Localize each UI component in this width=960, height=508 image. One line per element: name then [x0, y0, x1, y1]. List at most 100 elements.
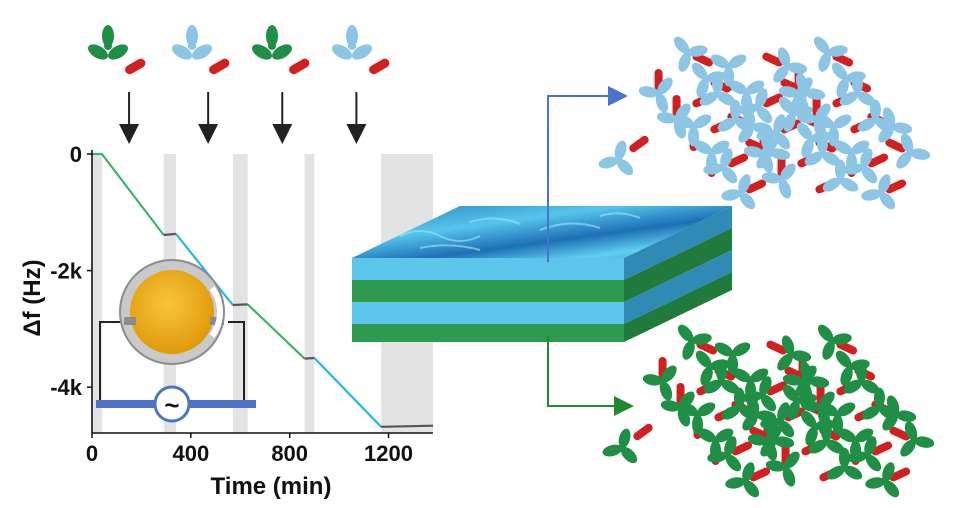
- framework-node: [777, 335, 812, 371]
- framework-node: [717, 99, 754, 132]
- framework-node: [857, 99, 894, 132]
- framework-linker: [745, 179, 767, 194]
- framework-node: [833, 140, 870, 173]
- qcm-sensor-inset: ~: [96, 259, 256, 423]
- framework-node: [598, 140, 634, 176]
- framework-node: [697, 428, 734, 461]
- trace-segment-2: [163, 232, 177, 237]
- framework-node: [732, 368, 769, 401]
- qcm-crystal-icon: [119, 259, 225, 365]
- linker-icon: [209, 58, 230, 75]
- framework-node: [791, 73, 826, 109]
- trimer-blue-icon: [172, 25, 212, 60]
- trace-segment-3: [175, 233, 234, 306]
- framework-node: [638, 77, 673, 113]
- framework-node: [761, 163, 796, 199]
- framework-node: [760, 421, 795, 457]
- trace-segment-6: [304, 356, 315, 360]
- y-axis-label: Δf (Hz): [19, 259, 46, 336]
- wash-band-1: [92, 154, 102, 433]
- trace-segment-5: [246, 303, 306, 360]
- framework-node: [673, 36, 708, 72]
- framework-linker: [871, 441, 893, 456]
- trimer-green-icon: [88, 25, 128, 60]
- framework-node: [896, 133, 931, 169]
- linker-icon: [369, 58, 390, 75]
- linker-icon: [125, 58, 146, 75]
- framework-linker: [749, 467, 771, 482]
- framework-node: [795, 361, 830, 397]
- film-layer-blue-1: [352, 258, 624, 280]
- framework-node: [765, 451, 800, 487]
- framework-node: [773, 47, 808, 83]
- framework-node: [714, 342, 751, 375]
- framework-linker: [867, 153, 889, 168]
- framework-node: [721, 174, 756, 210]
- film-side-blue-2: [624, 250, 732, 324]
- framework-node: [900, 421, 935, 457]
- trace-segment-4: [232, 303, 248, 307]
- framework-linker: [889, 467, 911, 482]
- ac-source-icon: ~: [153, 385, 191, 423]
- framework-node: [826, 447, 863, 480]
- x-tick-label: 800: [271, 441, 308, 466]
- framework-linker: [766, 381, 788, 396]
- framework-node: [835, 350, 870, 386]
- wash-band-3: [232, 154, 248, 433]
- framework-node: [656, 103, 691, 139]
- framework-linker: [727, 153, 749, 168]
- green-layer-callout-arrow: [547, 336, 634, 416]
- y-tick-label: 0: [70, 142, 82, 167]
- film-layer-green-1: [352, 280, 624, 302]
- x-axis-label: Time (min): [211, 473, 332, 500]
- framework-node: [602, 428, 638, 464]
- framework-node: [756, 133, 791, 169]
- framework-linker: [731, 441, 753, 456]
- trace-segment-1: [92, 152, 165, 236]
- film-layer-blue-2: [352, 302, 624, 324]
- x-tick-label: 1200: [364, 441, 413, 466]
- linker-icon: [289, 58, 310, 75]
- framework-linker: [633, 423, 653, 441]
- y-tick-label: -4k: [50, 375, 83, 400]
- framework-node: [796, 122, 831, 158]
- x-tick-label: 400: [172, 441, 209, 466]
- framework-linker: [629, 135, 649, 153]
- blue-framework-network: [598, 36, 931, 210]
- ac-source-symbol: ~: [164, 390, 179, 420]
- addition-arrows: [119, 92, 367, 144]
- framework-node: [822, 159, 859, 192]
- framework-linker: [889, 426, 911, 441]
- framework-node: [837, 428, 874, 461]
- framework-node: [800, 410, 835, 446]
- green-framework-network: [602, 324, 935, 498]
- framework-node: [710, 54, 747, 87]
- framework-node: [831, 62, 866, 98]
- x-tick-label: 0: [86, 441, 98, 466]
- framework-node: [660, 391, 695, 427]
- framework-node: [861, 387, 898, 420]
- trace-segment-8: [381, 424, 434, 428]
- framework-node: [677, 324, 712, 360]
- circuit-wire-left: [99, 321, 128, 405]
- framework-node: [725, 462, 760, 498]
- layered-film-stack: [352, 206, 732, 342]
- film-side-green-2: [624, 272, 732, 342]
- trimer-blue-icon: [332, 25, 372, 60]
- wash-band-4: [304, 154, 315, 433]
- framework-node: [695, 350, 730, 386]
- film-side-green-1: [624, 228, 732, 302]
- framework-node: [817, 324, 852, 360]
- framework-node: [642, 365, 677, 401]
- trimer-green-icon: [252, 25, 292, 60]
- framework-linker: [762, 93, 784, 108]
- circuit-wire-right: [228, 321, 245, 405]
- chart-axes: [91, 150, 433, 434]
- framework-node: [721, 387, 758, 420]
- framework-linker: [885, 179, 907, 194]
- framework-linker: [762, 52, 784, 67]
- film-layer-green-2: [352, 324, 624, 342]
- framework-node: [728, 80, 765, 113]
